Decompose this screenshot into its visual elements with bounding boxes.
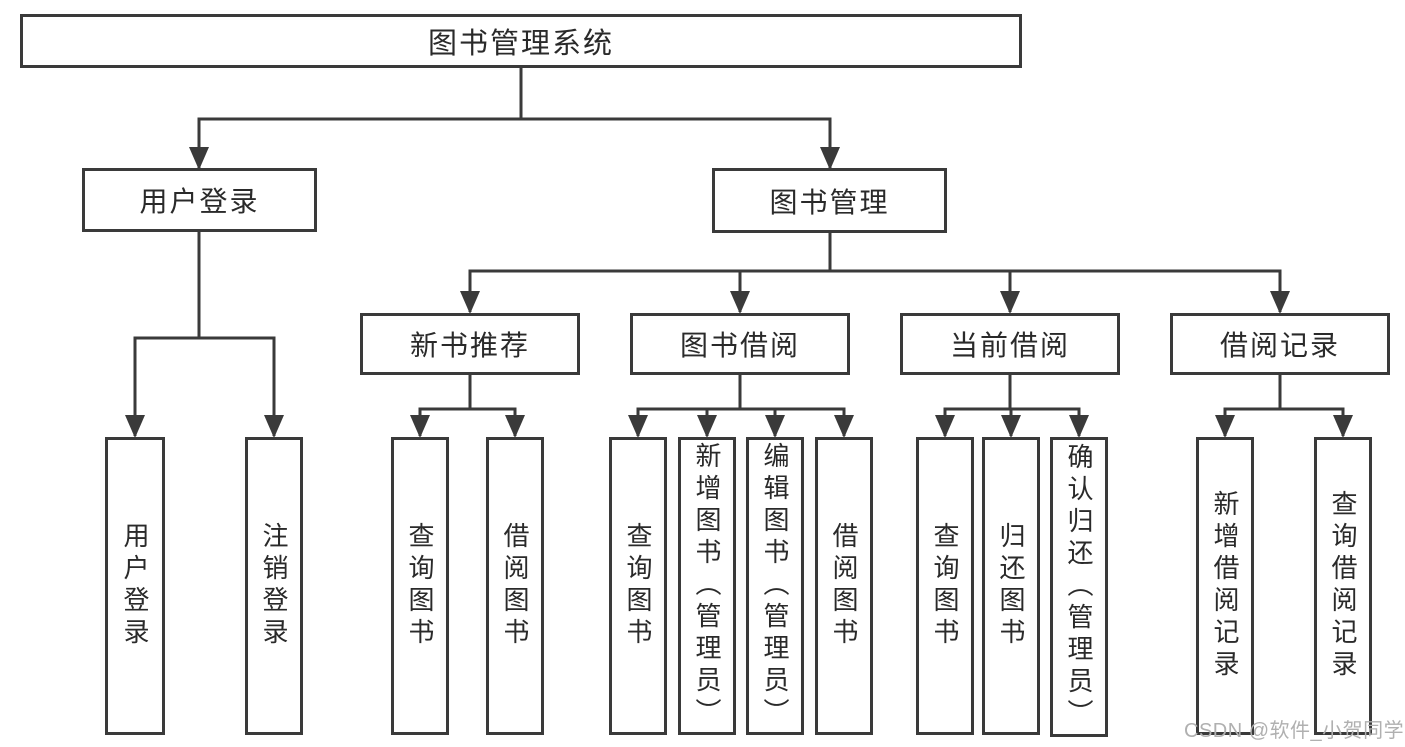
node-book-management-label: 图书管理	[769, 186, 890, 218]
node-borrowing-records: 借阅记录	[1170, 313, 1390, 375]
node-book-management: 图书管理	[712, 168, 947, 233]
leaf-query-books-current: 查询图书	[916, 437, 974, 735]
node-new-book-recommend-label: 新书推荐	[409, 330, 530, 361]
node-borrowing-records-label: 借阅记录	[1219, 330, 1340, 361]
leaf-edit-book-admin: 编辑图书（管理员）	[746, 437, 804, 735]
leaf-query-borrow-record-label: 查询借阅记录	[1328, 490, 1358, 682]
leaf-query-books-borrowing-label: 查询图书	[623, 522, 653, 650]
leaf-user-login-label: 用户登录	[120, 522, 150, 650]
leaf-borrow-books-borrowing: 借阅图书	[815, 437, 873, 735]
leaf-add-borrow-record-label: 新增借阅记录	[1210, 490, 1240, 682]
leaf-add-book-admin-label: 新增图书（管理员）	[692, 442, 722, 730]
leaf-user-login: 用户登录	[105, 437, 165, 735]
node-current-borrowing: 当前借阅	[900, 313, 1120, 375]
leaf-borrow-books-recommend: 借阅图书	[486, 437, 544, 735]
leaf-logout: 注销登录	[245, 437, 303, 735]
leaf-confirm-return-admin-label: 确认归还（管理员）	[1064, 443, 1094, 731]
leaf-query-books-recommend: 查询图书	[391, 437, 449, 735]
leaf-query-books-borrowing: 查询图书	[609, 437, 667, 735]
node-library-system-label: 图书管理系统	[427, 28, 614, 60]
leaf-query-borrow-record: 查询借阅记录	[1314, 437, 1372, 735]
leaf-return-book-label: 归还图书	[996, 522, 1026, 650]
leaf-confirm-return-admin: 确认归还（管理员）	[1050, 437, 1108, 737]
node-library-system: 图书管理系统	[20, 14, 1022, 68]
leaf-borrow-books-borrowing-label: 借阅图书	[829, 522, 859, 650]
node-new-book-recommend: 新书推荐	[360, 313, 580, 375]
leaf-return-book: 归还图书	[982, 437, 1040, 735]
node-book-borrowing-label: 图书借阅	[679, 330, 800, 361]
node-current-borrowing-label: 当前借阅	[949, 330, 1070, 361]
node-user-login: 用户登录	[82, 168, 317, 232]
leaf-add-book-admin: 新增图书（管理员）	[678, 437, 736, 735]
watermark-text: CSDN @软件_小贺同学	[1184, 720, 1405, 742]
leaf-add-borrow-record: 新增借阅记录	[1196, 437, 1254, 735]
leaf-borrow-books-recommend-label: 借阅图书	[500, 522, 530, 650]
node-user-login-label: 用户登录	[139, 186, 260, 217]
leaf-query-books-recommend-label: 查询图书	[405, 522, 435, 650]
leaf-logout-label: 注销登录	[259, 522, 289, 650]
leaf-query-books-current-label: 查询图书	[930, 522, 960, 650]
node-book-borrowing: 图书借阅	[630, 313, 850, 375]
leaf-edit-book-admin-label: 编辑图书（管理员）	[760, 442, 790, 730]
